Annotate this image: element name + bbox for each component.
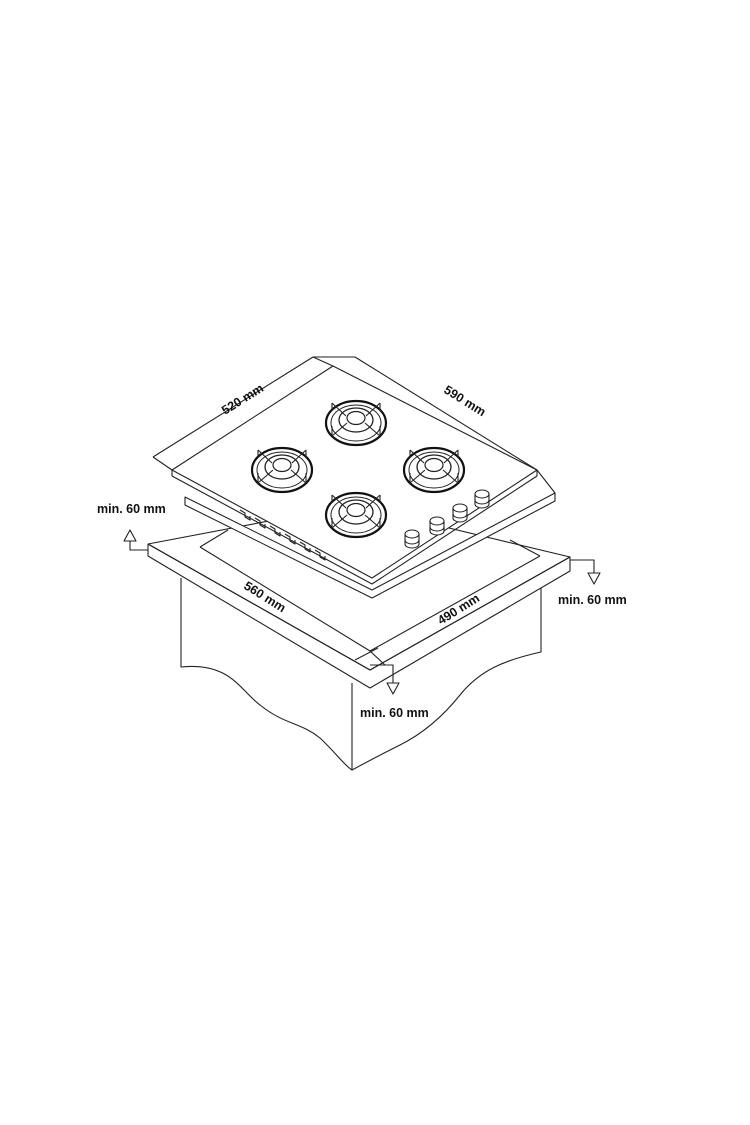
- burner-1: [324, 399, 388, 447]
- clearance-arrow-front: [370, 664, 400, 695]
- burner-4: [324, 491, 388, 539]
- countertop: [147, 504, 571, 689]
- hob-depth-label: 520 mm: [219, 381, 266, 418]
- burners: [250, 399, 466, 539]
- pan-support: [257, 449, 307, 484]
- burner-3: [402, 446, 466, 494]
- control-knob-1: [404, 529, 420, 549]
- clearance-front-label: min. 60 mm: [360, 706, 429, 720]
- knobs: [404, 489, 490, 549]
- pan-support: [331, 402, 381, 437]
- clearance-back-label: min. 60 mm: [97, 502, 166, 516]
- clearance-arrow-side: [570, 559, 601, 585]
- control-knob-4: [474, 489, 490, 509]
- clearance-arrow-back: [123, 529, 148, 551]
- hob-underside-ribs: [239, 509, 326, 561]
- pan-support: [409, 449, 459, 484]
- clearance-side-label: min. 60 mm: [558, 593, 627, 607]
- burner-2: [250, 446, 314, 494]
- control-knob-3: [452, 503, 468, 523]
- control-knob-2: [429, 516, 445, 536]
- pan-support: [331, 494, 381, 529]
- dimension-lines: [152, 356, 556, 494]
- hob-width-label: 590 mm: [441, 383, 488, 420]
- cabinet: [180, 578, 542, 771]
